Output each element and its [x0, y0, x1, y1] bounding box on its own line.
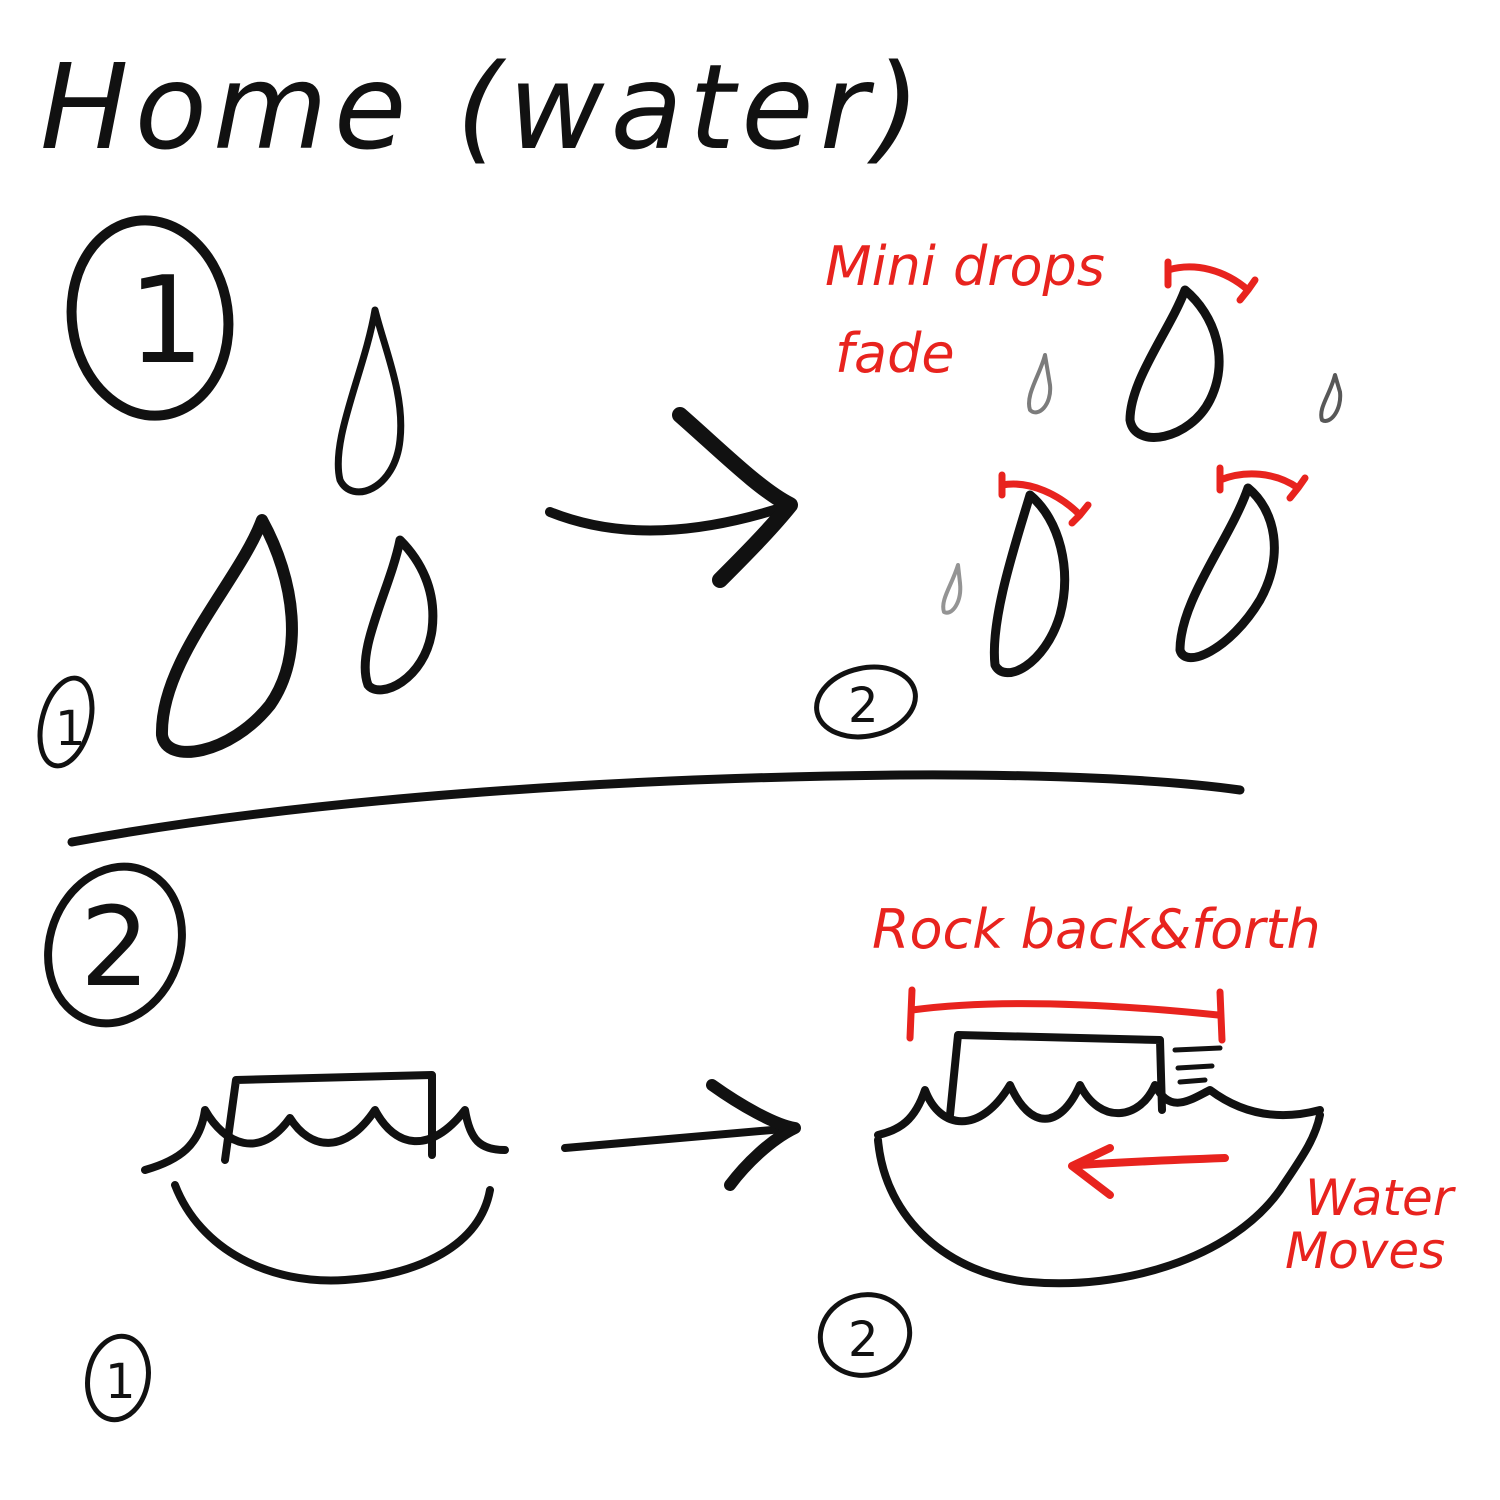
step-1-marker-circle	[66, 215, 234, 421]
water-box-end	[946, 1031, 1166, 1119]
step-1-transition-arrow-shaft	[545, 500, 795, 536]
mini-drops-annotation-line1: Mini drops	[825, 235, 1105, 298]
raindrop-large	[155, 514, 298, 758]
water-moves-arrow	[1068, 1144, 1229, 1199]
mini-drops-annotation-line2: fade	[835, 322, 955, 385]
section-divider	[67, 770, 1245, 847]
step-2-end-frame-number: 2	[848, 1312, 879, 1368]
water-bowl-end	[874, 1111, 1324, 1288]
water-moves-annotation-line1: Water	[1305, 1169, 1457, 1227]
step-1-marker-number: 1	[128, 252, 204, 391]
step-1-transition-arrow-head	[672, 407, 798, 588]
step-1-section: 1 1 Mini drops fade 2	[37, 215, 1343, 769]
water-waves-end	[874, 1081, 1324, 1139]
step-2-transition-arrow-head	[706, 1079, 801, 1191]
raindrop-end-left	[989, 490, 1070, 678]
step-2-marker-number: 2	[80, 883, 150, 1011]
rock-arc-left	[998, 471, 1092, 527]
step-1-start-frame-number: 1	[55, 701, 86, 757]
step-2-section: 2 1 Rock back&forth Water Moves 2	[44, 862, 1457, 1423]
step-2-marker-circle	[44, 862, 186, 1028]
step-2-end-frame-circle	[817, 1292, 913, 1378]
raindrop-small-top	[334, 306, 405, 496]
mini-drop-faded-1	[1027, 353, 1053, 415]
mini-drop-faded-3	[941, 563, 963, 615]
step-1-start-frame-circle	[37, 675, 95, 769]
step-2-transition-arrow-shaft	[561, 1124, 799, 1152]
water-moves-annotation-line2: Moves	[1285, 1222, 1445, 1280]
step-2-start-frame-number: 1	[105, 1354, 136, 1410]
raindrop-end-top	[1125, 285, 1224, 442]
page-title: Home (water)	[40, 38, 926, 176]
water-bowl-start	[171, 1181, 494, 1285]
step-1-end-frame-circle	[814, 664, 918, 740]
rock-annotation: Rock back&forth	[872, 898, 1321, 961]
water-box-start	[221, 1071, 436, 1164]
step-2-start-frame-circle	[85, 1333, 151, 1423]
rock-range-bracket	[906, 986, 1226, 1044]
water-waves-start	[141, 1106, 509, 1174]
step-1-end-frame-number: 2	[848, 678, 879, 734]
raindrop-medium	[360, 535, 438, 695]
motion-lines	[1172, 1045, 1223, 1085]
raindrop-end-right	[1175, 483, 1279, 663]
rock-arc-right	[1216, 464, 1309, 502]
mini-drop-faded-2	[1319, 373, 1343, 423]
rock-arc-top	[1164, 258, 1259, 304]
